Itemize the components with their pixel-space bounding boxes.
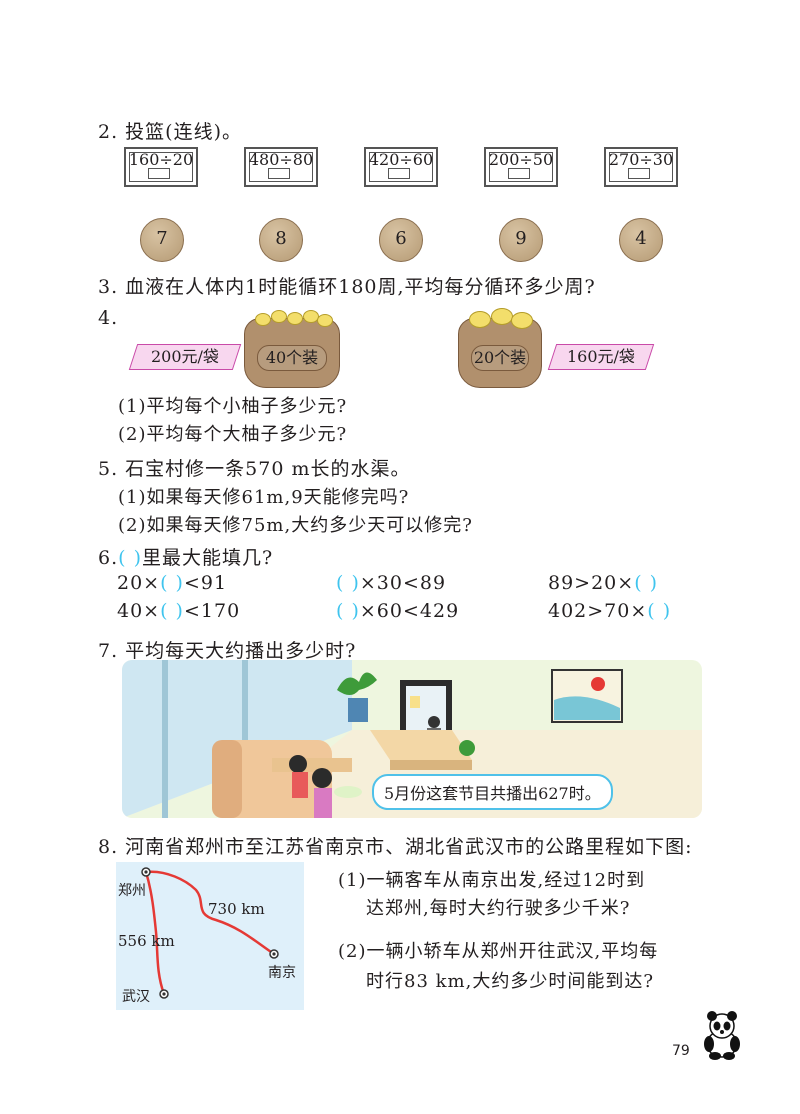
sack-label: 20个装: [471, 345, 529, 371]
map-distance-556: 556 km: [118, 932, 175, 950]
basketball-4: 9: [499, 218, 543, 262]
map-label-wuhan: 武汉: [122, 989, 150, 1005]
route-map: 郑州 730 km 556 km 南京 武汉: [116, 862, 304, 1010]
answer-blank[interactable]: ( ): [647, 600, 672, 622]
inequality-3: 89>20×( ): [548, 572, 659, 594]
answer-blank[interactable]: ( ): [160, 600, 184, 622]
basketball-5: 4: [619, 218, 663, 262]
map-distance-730: 730 km: [208, 900, 265, 918]
answer-blank[interactable]: ( ): [336, 572, 360, 594]
basketball-2: 8: [259, 218, 303, 262]
board-expression: 160÷20: [128, 150, 194, 169]
q6-title: 6.( )里最大能填几?: [98, 547, 274, 569]
hoop-board-3: 420÷60: [364, 147, 438, 187]
map-label-zhengzhou: 郑州: [118, 883, 146, 899]
q7-text: 7. 平均每天大约播出多少时?: [98, 640, 357, 662]
q2-title: 2. 投篮(连线)。: [98, 121, 242, 143]
q4-sub1: (1)平均每个小柚子多少元?: [118, 396, 348, 417]
price-tag-left: 200元/袋: [128, 344, 242, 370]
answer-blank[interactable]: ( ): [634, 572, 659, 594]
sack-small-pomelo: 40个装: [244, 310, 340, 388]
inequality-6: 402>70×( ): [548, 600, 672, 622]
hoop-board-5: 270÷30: [604, 147, 678, 187]
q5-text: 5. 石宝村修一条570 m长的水渠。: [98, 458, 411, 480]
answer-blank[interactable]: ( ): [160, 572, 184, 594]
inequality-2: ( )×30<89: [336, 572, 447, 594]
inequality-5: ( )×60<429: [336, 600, 460, 622]
map-label-nanjing: 南京: [268, 965, 296, 981]
q4-number: 4.: [98, 307, 119, 329]
hoop-board-2: 480÷80: [244, 147, 318, 187]
q8-sub2-line2: 时行83 km,大约多少时间能到达?: [366, 971, 654, 992]
q8-sub2-line1: (2)一辆小轿车从郑州开往武汉,平均每: [338, 941, 659, 962]
q5-sub1: (1)如果每天修61m,9天能修完吗?: [118, 487, 410, 508]
board-expression: 200÷50: [488, 150, 554, 169]
q8-text: 8. 河南省郑州市至江苏省南京市、湖北省武汉市的公路里程如下图:: [98, 836, 693, 858]
sack-label: 40个装: [257, 345, 327, 371]
q3-text: 3. 血液在人体内1时能循环180周,平均每分循环多少周?: [98, 276, 596, 298]
sack-big-pomelo: 20个装: [458, 308, 542, 388]
basketball-1: 7: [140, 218, 184, 262]
inequality-4: 40×( )<170: [117, 600, 241, 622]
q4-sub2: (2)平均每个大柚子多少元?: [118, 424, 348, 445]
speech-bubble: 5月份这套节目共播出627时。: [372, 774, 613, 810]
basketball-3: 6: [379, 218, 423, 262]
hoop-board-1: 160÷20: [124, 147, 198, 187]
inequality-1: 20×( )<91: [117, 572, 228, 594]
q8-sub1-line1: (1)一辆客车从南京出发,经过12时到: [338, 870, 646, 891]
board-expression: 270÷30: [608, 150, 674, 169]
q5-sub2: (2)如果每天修75m,大约多少天可以修完?: [118, 515, 473, 536]
panda-icon: [700, 1010, 744, 1060]
board-expression: 420÷60: [368, 150, 434, 169]
price-tag-right: 160元/袋: [547, 344, 655, 370]
q8-sub1-line2: 达郑州,每时大约行驶多少千米?: [366, 898, 631, 919]
board-expression: 480÷80: [248, 150, 314, 169]
page-number: 79: [672, 1043, 690, 1059]
hoop-board-4: 200÷50: [484, 147, 558, 187]
answer-blank[interactable]: ( ): [118, 547, 143, 569]
answer-blank[interactable]: ( ): [336, 600, 360, 622]
